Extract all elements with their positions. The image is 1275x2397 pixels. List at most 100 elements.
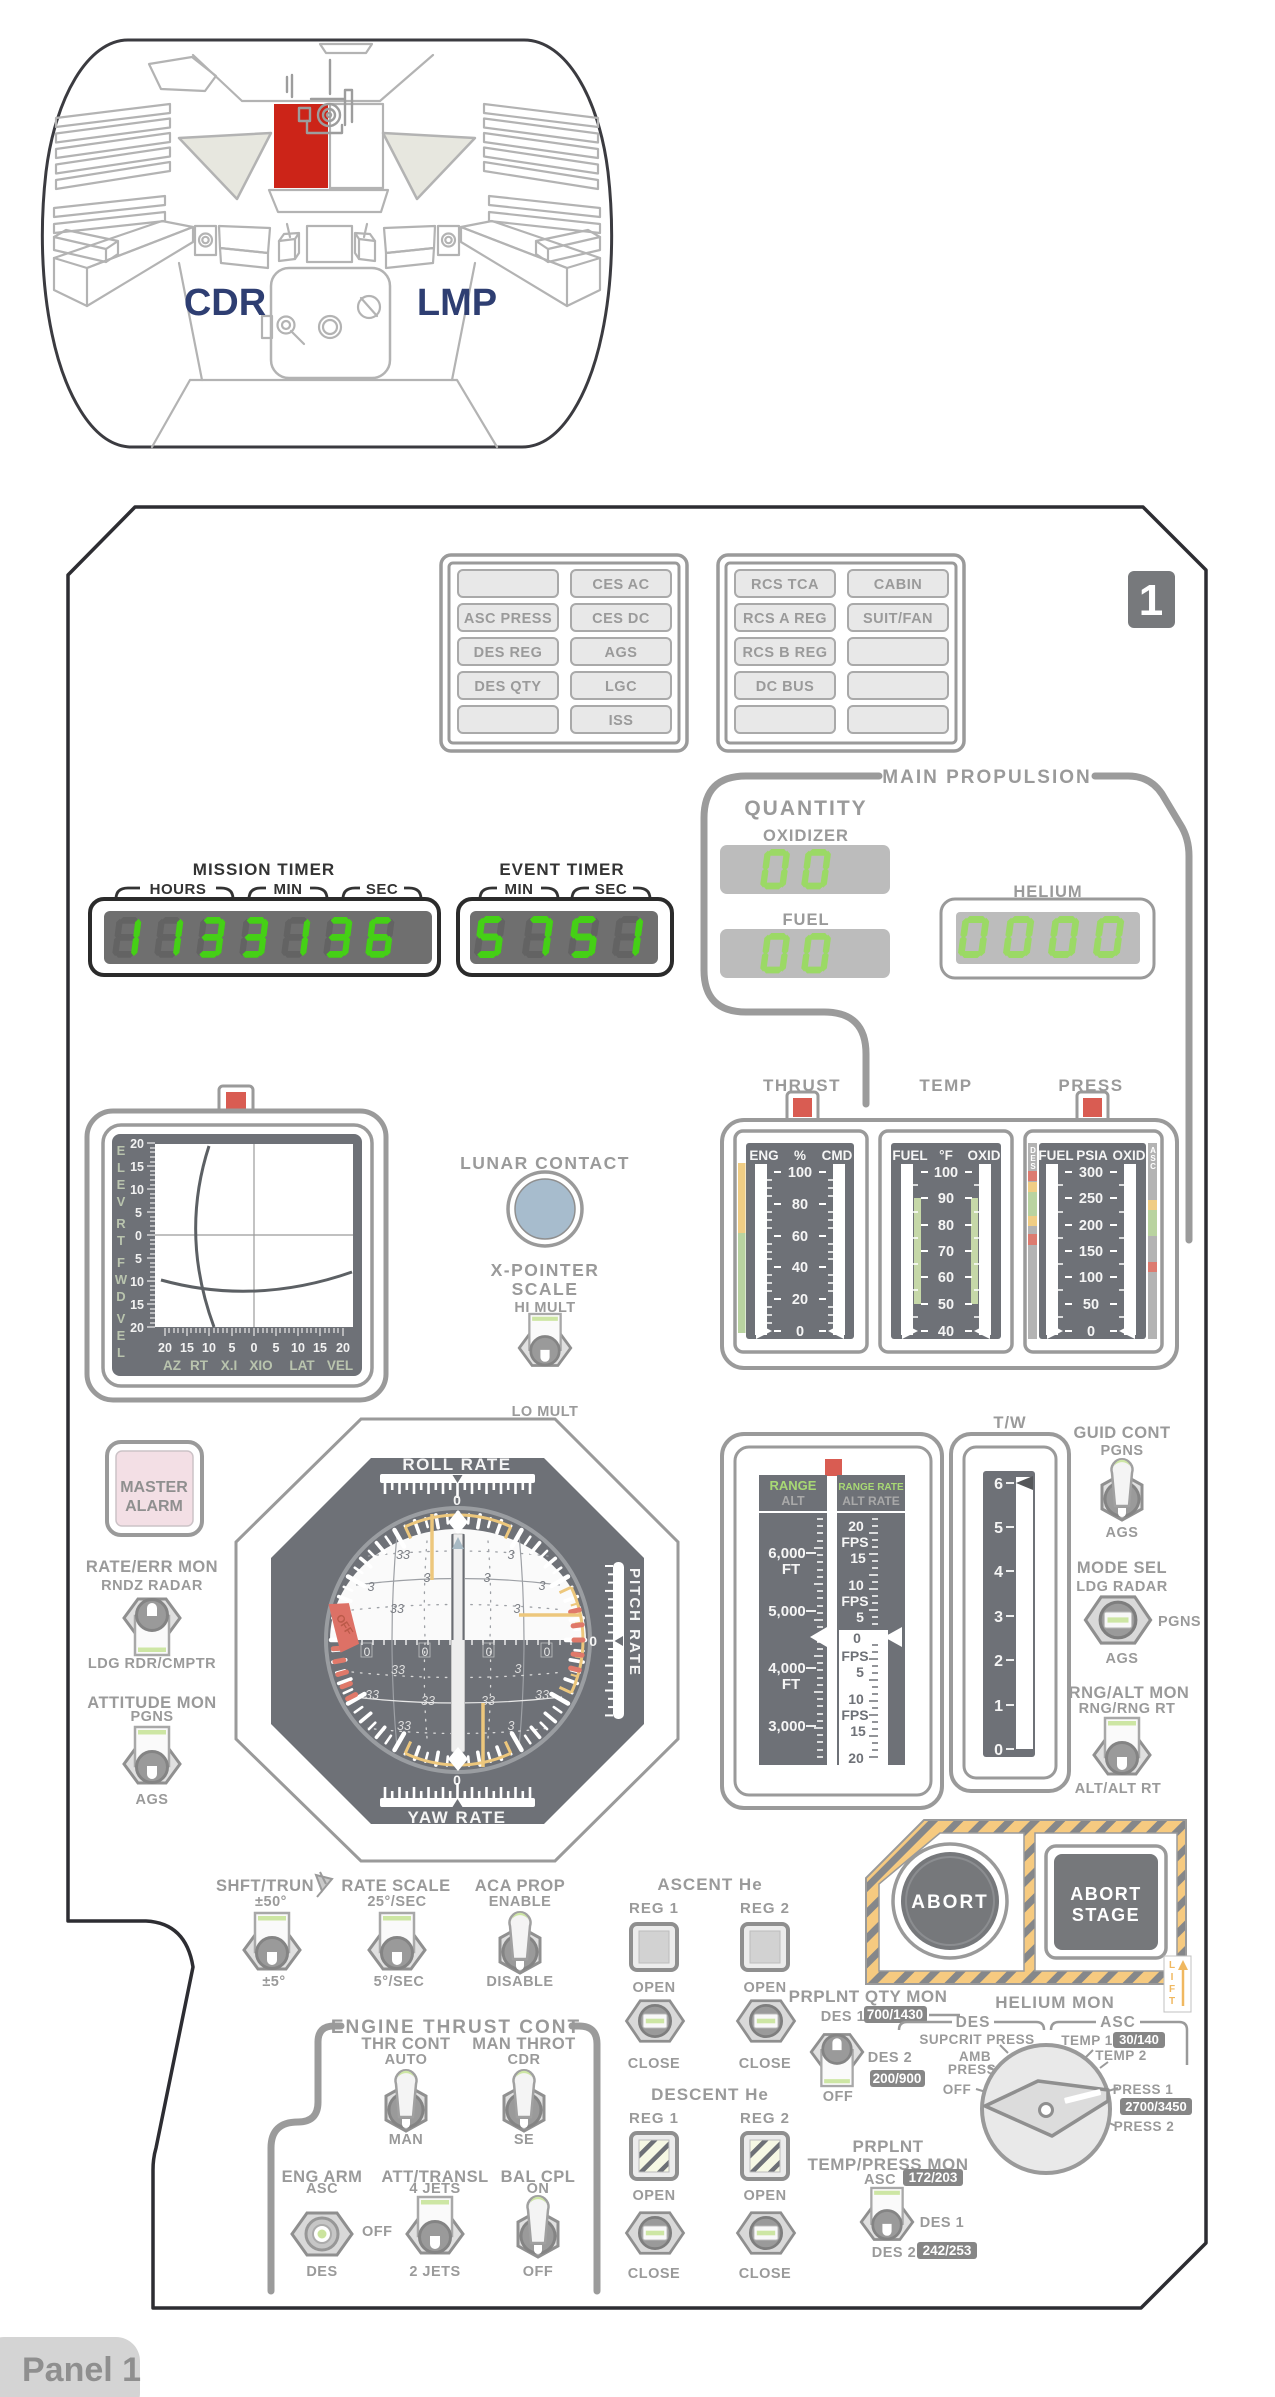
svg-text:OXID: OXID — [967, 1148, 1000, 1163]
svg-text:CDR: CDR — [184, 282, 266, 324]
svg-text:3: 3 — [484, 1571, 491, 1585]
svg-text:ASC PRESS: ASC PRESS — [464, 611, 552, 627]
svg-text:I: I — [1171, 1972, 1174, 1983]
svg-text:MAN THROT: MAN THROT — [472, 2035, 575, 2053]
svg-text:CLOSE: CLOSE — [739, 2056, 791, 2072]
svg-text:ASC: ASC — [864, 2172, 896, 2188]
svg-text:20: 20 — [792, 1292, 808, 1308]
svg-text:ALT: ALT — [781, 1494, 805, 1508]
svg-text:3: 3 — [539, 1579, 546, 1593]
svg-text:5: 5 — [135, 1252, 142, 1266]
svg-text:10: 10 — [202, 1341, 216, 1355]
svg-text:VEL: VEL — [327, 1358, 353, 1373]
svg-text:ALARM: ALARM — [125, 1498, 183, 1515]
svg-text:FPS: FPS — [841, 1593, 868, 1609]
svg-text:E: E — [1030, 1154, 1036, 1163]
svg-text:CLOSE: CLOSE — [739, 2266, 791, 2282]
svg-text:W: W — [115, 1272, 128, 1287]
svg-text:0: 0 — [453, 1492, 461, 1508]
svg-text:15: 15 — [180, 1341, 194, 1355]
svg-text:YAW RATE: YAW RATE — [408, 1808, 507, 1827]
svg-text:2: 2 — [994, 1653, 1003, 1670]
svg-text:RNG/ALT MON: RNG/ALT MON — [1069, 1684, 1190, 1702]
svg-text:AMB: AMB — [959, 2049, 991, 2064]
svg-text:RCS B REG: RCS B REG — [742, 645, 827, 661]
svg-text:FUEL: FUEL — [892, 1148, 927, 1163]
svg-text:PGNS: PGNS — [130, 1709, 173, 1725]
svg-text:AUTO: AUTO — [385, 2052, 428, 2068]
svg-text:0: 0 — [486, 1645, 493, 1659]
svg-text:100: 100 — [788, 1165, 812, 1181]
svg-text:E: E — [117, 1143, 126, 1158]
svg-text:HELIUM: HELIUM — [1013, 883, 1082, 901]
svg-text:60: 60 — [792, 1229, 808, 1245]
svg-text:RCS A REG: RCS A REG — [743, 611, 827, 627]
svg-text:E: E — [117, 1328, 126, 1343]
svg-text:DC BUS: DC BUS — [756, 679, 815, 695]
svg-text:LO MULT: LO MULT — [512, 1404, 579, 1420]
svg-text:3: 3 — [515, 1662, 522, 1676]
svg-text:3: 3 — [508, 1548, 515, 1562]
svg-text:LMP: LMP — [417, 282, 497, 324]
svg-text:HOURS: HOURS — [150, 881, 207, 898]
svg-text:25°/SEC: 25°/SEC — [367, 1894, 426, 1910]
svg-text:0: 0 — [422, 1645, 429, 1659]
svg-text:10: 10 — [848, 1577, 864, 1593]
svg-text:PRESS 2: PRESS 2 — [1114, 2119, 1175, 2134]
svg-text:MISSION TIMER: MISSION TIMER — [193, 860, 335, 879]
svg-text:SHFT/TRUN: SHFT/TRUN — [216, 1877, 314, 1895]
svg-text:10: 10 — [291, 1341, 305, 1355]
svg-text:5: 5 — [856, 1664, 864, 1680]
svg-text:0: 0 — [135, 1229, 142, 1243]
svg-text:150: 150 — [1079, 1244, 1103, 1260]
svg-text:50: 50 — [938, 1297, 954, 1313]
svg-text:6,000: 6,000 — [768, 1545, 806, 1562]
svg-text:D: D — [116, 1289, 125, 1304]
svg-text:1: 1 — [1139, 576, 1163, 625]
svg-text:OFF: OFF — [943, 2082, 972, 2097]
svg-text:0: 0 — [364, 1645, 371, 1659]
svg-text:ASC: ASC — [1100, 2014, 1136, 2031]
svg-text:L: L — [1169, 1960, 1175, 1971]
svg-text:S: S — [1150, 1154, 1156, 1163]
svg-text:242/253: 242/253 — [923, 2243, 972, 2258]
svg-text:FT: FT — [782, 1676, 800, 1693]
svg-text:5: 5 — [135, 1206, 142, 1220]
svg-text:SCALE: SCALE — [512, 1279, 579, 1299]
svg-text:PRPLNT: PRPLNT — [853, 2137, 924, 2156]
svg-text:5: 5 — [994, 1520, 1003, 1537]
svg-text:MAN: MAN — [389, 2132, 424, 2148]
svg-text:33: 33 — [391, 1663, 405, 1677]
svg-text:10: 10 — [130, 1275, 144, 1289]
svg-text:%: % — [794, 1148, 806, 1163]
svg-text:L: L — [117, 1345, 125, 1360]
svg-text:RNDZ RADAR: RNDZ RADAR — [101, 1578, 203, 1594]
svg-text:DES: DES — [306, 2264, 337, 2280]
svg-text:°F: °F — [939, 1148, 953, 1163]
svg-text:RT: RT — [190, 1358, 209, 1373]
svg-text:40: 40 — [792, 1260, 808, 1276]
svg-text:ABORT: ABORT — [1070, 1884, 1142, 1904]
svg-text:90: 90 — [938, 1191, 954, 1207]
svg-text:ASCENT He: ASCENT He — [657, 1875, 762, 1894]
svg-text:ABORT: ABORT — [911, 1892, 989, 1913]
svg-text:PGNS: PGNS — [1158, 1614, 1201, 1630]
svg-text:±50°: ±50° — [255, 1894, 287, 1910]
svg-text:250: 250 — [1079, 1191, 1103, 1207]
svg-text:RATE/ERR MON: RATE/ERR MON — [86, 1558, 218, 1576]
svg-text:R: R — [116, 1216, 126, 1231]
svg-text:C: C — [1150, 1162, 1156, 1171]
svg-text:OFF: OFF — [362, 2224, 393, 2240]
svg-text:15: 15 — [130, 1298, 144, 1312]
svg-text:OPEN: OPEN — [743, 2188, 786, 2204]
svg-text:200: 200 — [1079, 1218, 1103, 1234]
svg-text:HI MULT: HI MULT — [514, 1300, 575, 1316]
svg-text:15: 15 — [850, 1723, 866, 1739]
svg-text:MIN: MIN — [505, 881, 534, 898]
svg-text:CES DC: CES DC — [592, 611, 650, 627]
svg-text:15: 15 — [130, 1160, 144, 1174]
svg-text:OPEN: OPEN — [743, 1980, 786, 1996]
svg-text:OFF: OFF — [823, 2089, 854, 2105]
svg-text:RANGE RATE: RANGE RATE — [838, 1482, 904, 1493]
svg-text:FPS: FPS — [841, 1534, 868, 1550]
